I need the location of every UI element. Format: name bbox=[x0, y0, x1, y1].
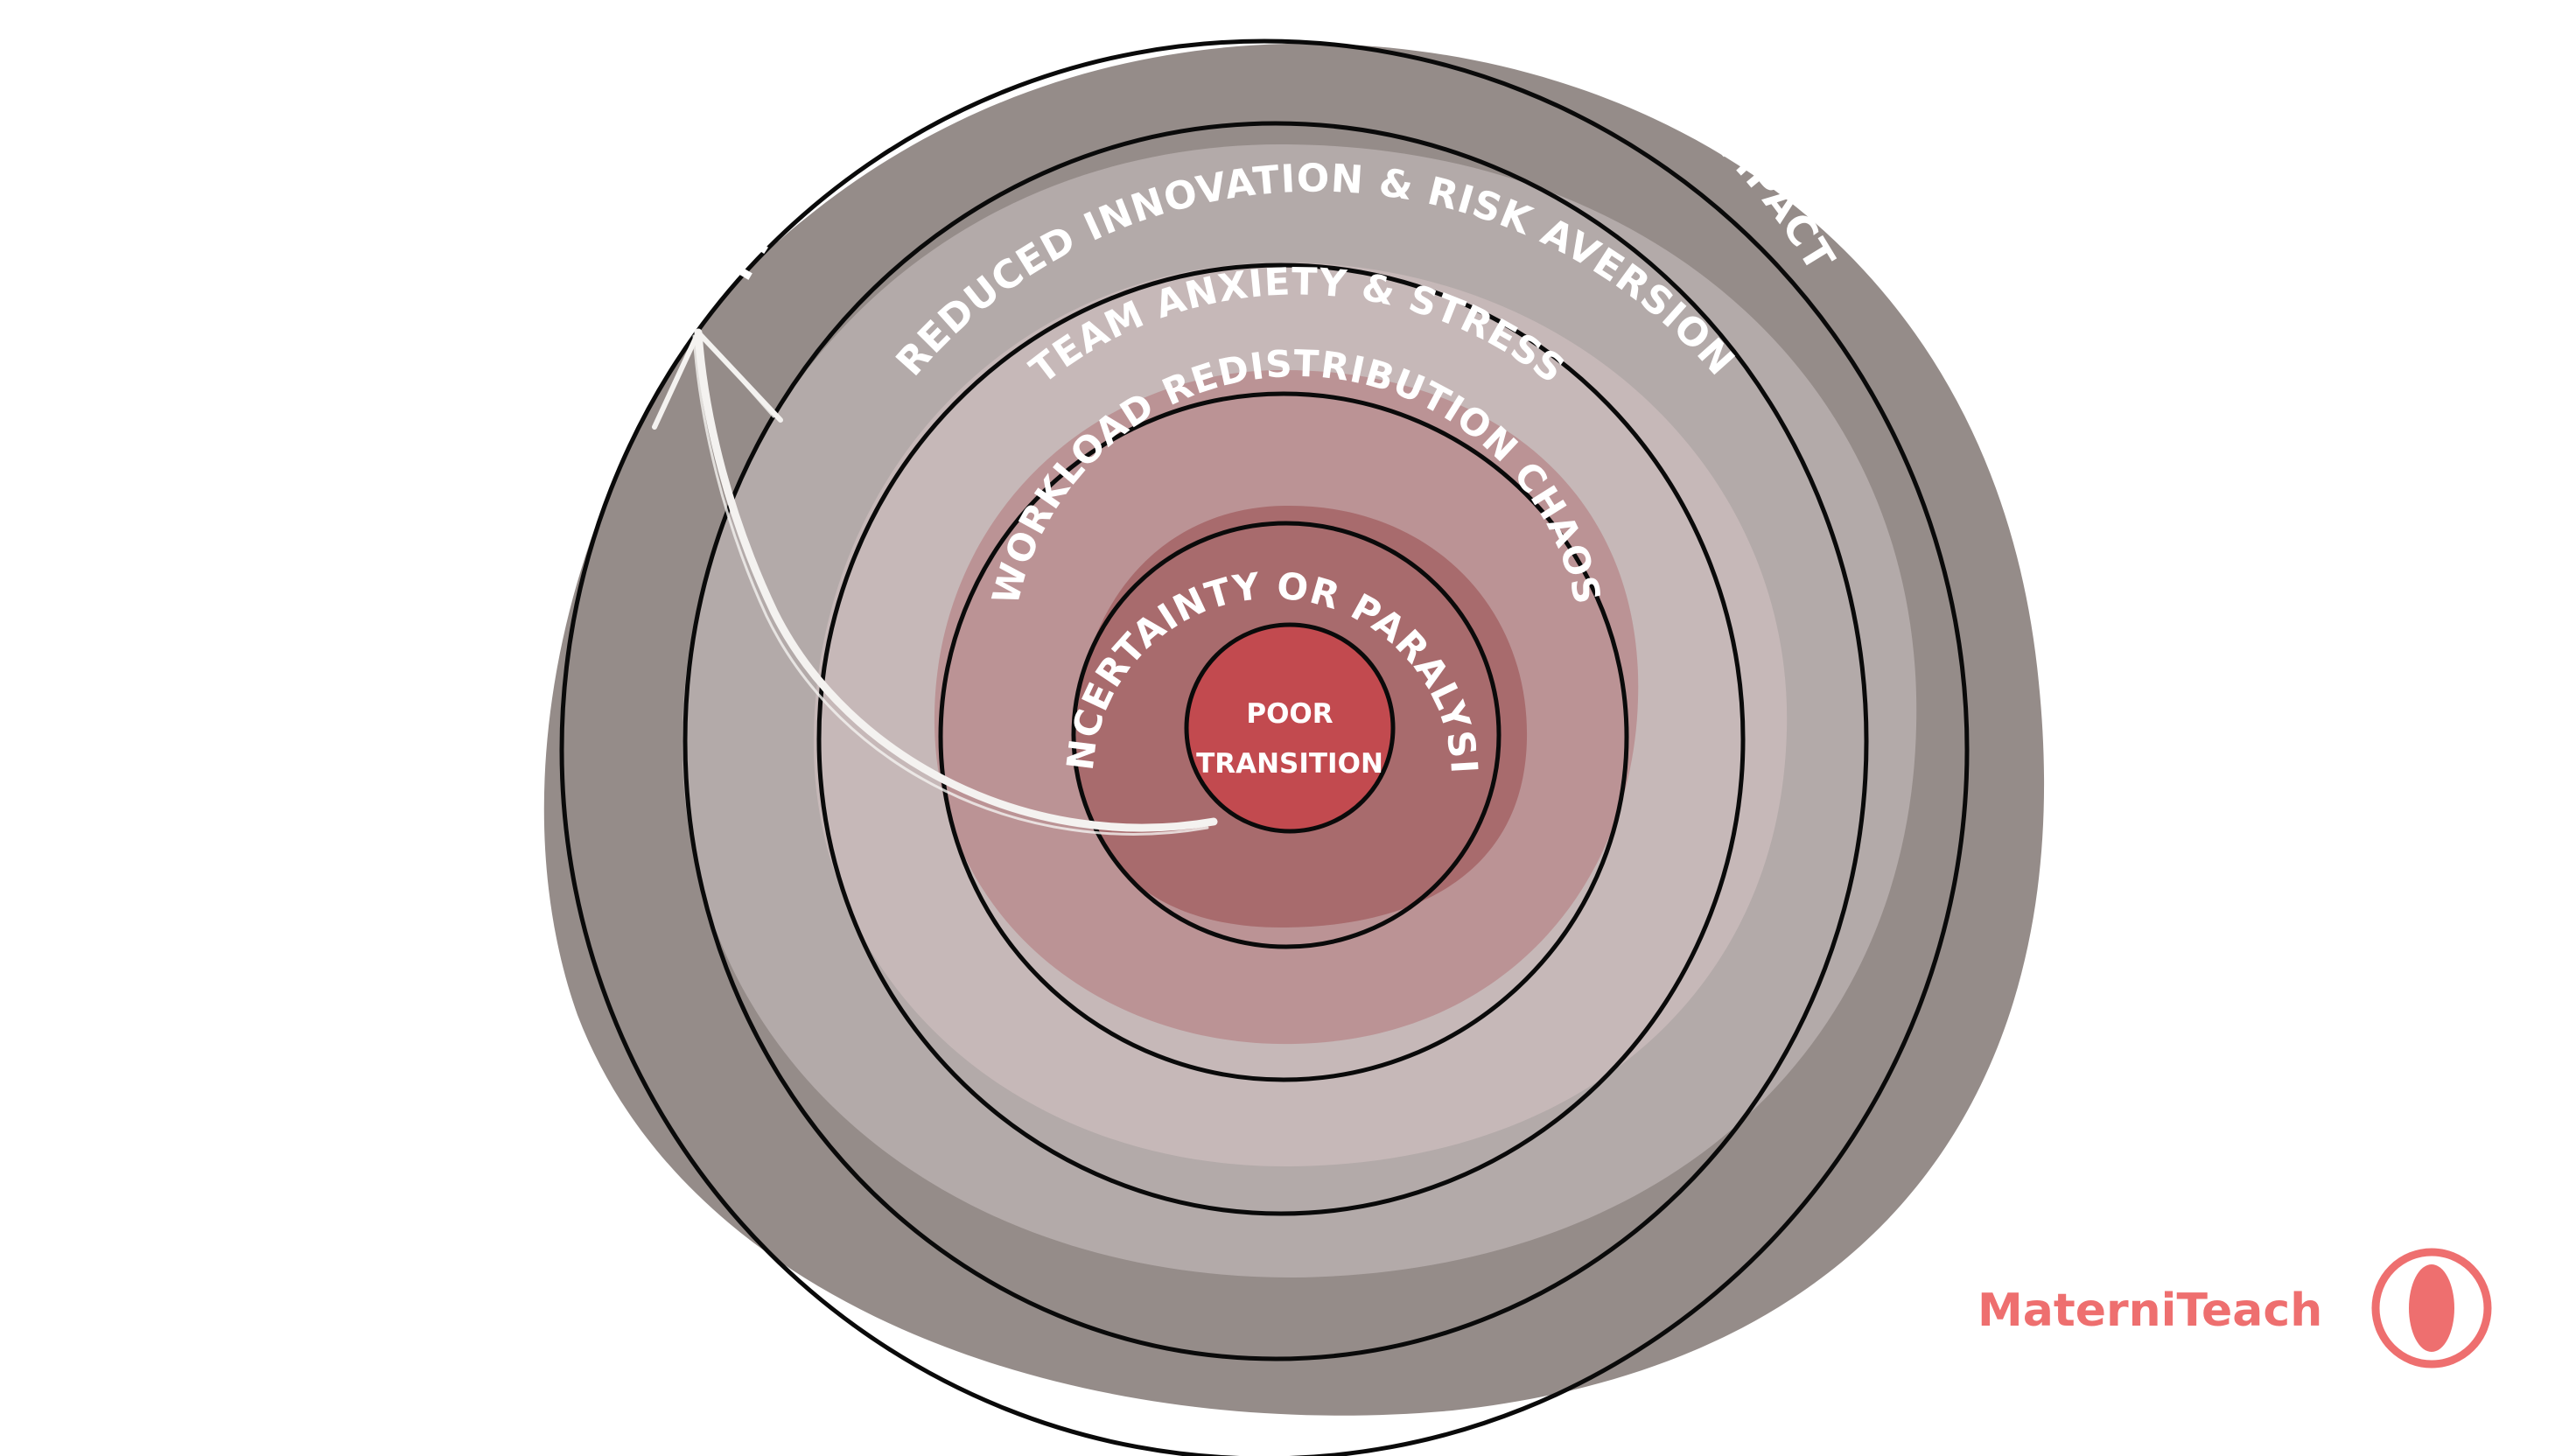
outline-ring-2 bbox=[1071, 521, 1502, 949]
outline-ring-6 bbox=[559, 38, 1970, 1456]
overlapping-circles-icon bbox=[2371, 1248, 2492, 1368]
outline-ring-1 bbox=[1184, 622, 1396, 834]
center-label-line-1: POOR bbox=[1246, 698, 1333, 730]
center-label-line-2: TRANSITION bbox=[1196, 748, 1383, 780]
chalk-arrow-icon bbox=[652, 328, 1218, 836]
outline-ring-4 bbox=[816, 262, 1746, 1216]
outline-ring-3 bbox=[938, 391, 1629, 1082]
brand-name: MaterniTeach bbox=[1978, 1284, 2322, 1337]
outline-ring-5 bbox=[682, 121, 1869, 1362]
center-fill bbox=[1186, 625, 1393, 831]
